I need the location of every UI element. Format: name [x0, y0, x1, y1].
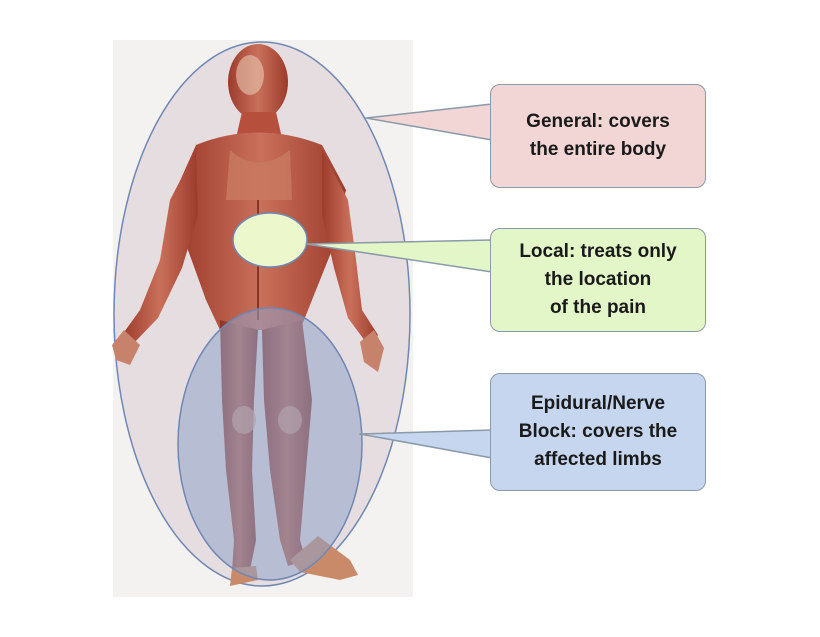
general-callout-line-1: General: covers [526, 111, 670, 132]
general-callout-line-2: the entire body [529, 139, 667, 160]
epidural-callout-line-2: Block: covers the [518, 421, 678, 442]
local-callout-line-3: of the pain [549, 297, 647, 318]
epidural-callout: Epidural/Nerve Block: covers the affecte… [490, 373, 706, 491]
epidural-callout-line-1: Epidural/Nerve [530, 393, 666, 414]
local-callout-line-1: Local: treats only [519, 241, 677, 262]
epidural-region-ellipse [177, 307, 363, 581]
epidural-callout-line-3: affected limbs [534, 449, 662, 470]
local-region-ellipse [232, 212, 308, 268]
local-callout-line-2: the location [544, 269, 652, 290]
general-callout-pointer [365, 103, 493, 141]
general-callout: General: covers the entire body [490, 84, 706, 188]
local-callout: Local: treats only the location of the p… [490, 228, 706, 332]
